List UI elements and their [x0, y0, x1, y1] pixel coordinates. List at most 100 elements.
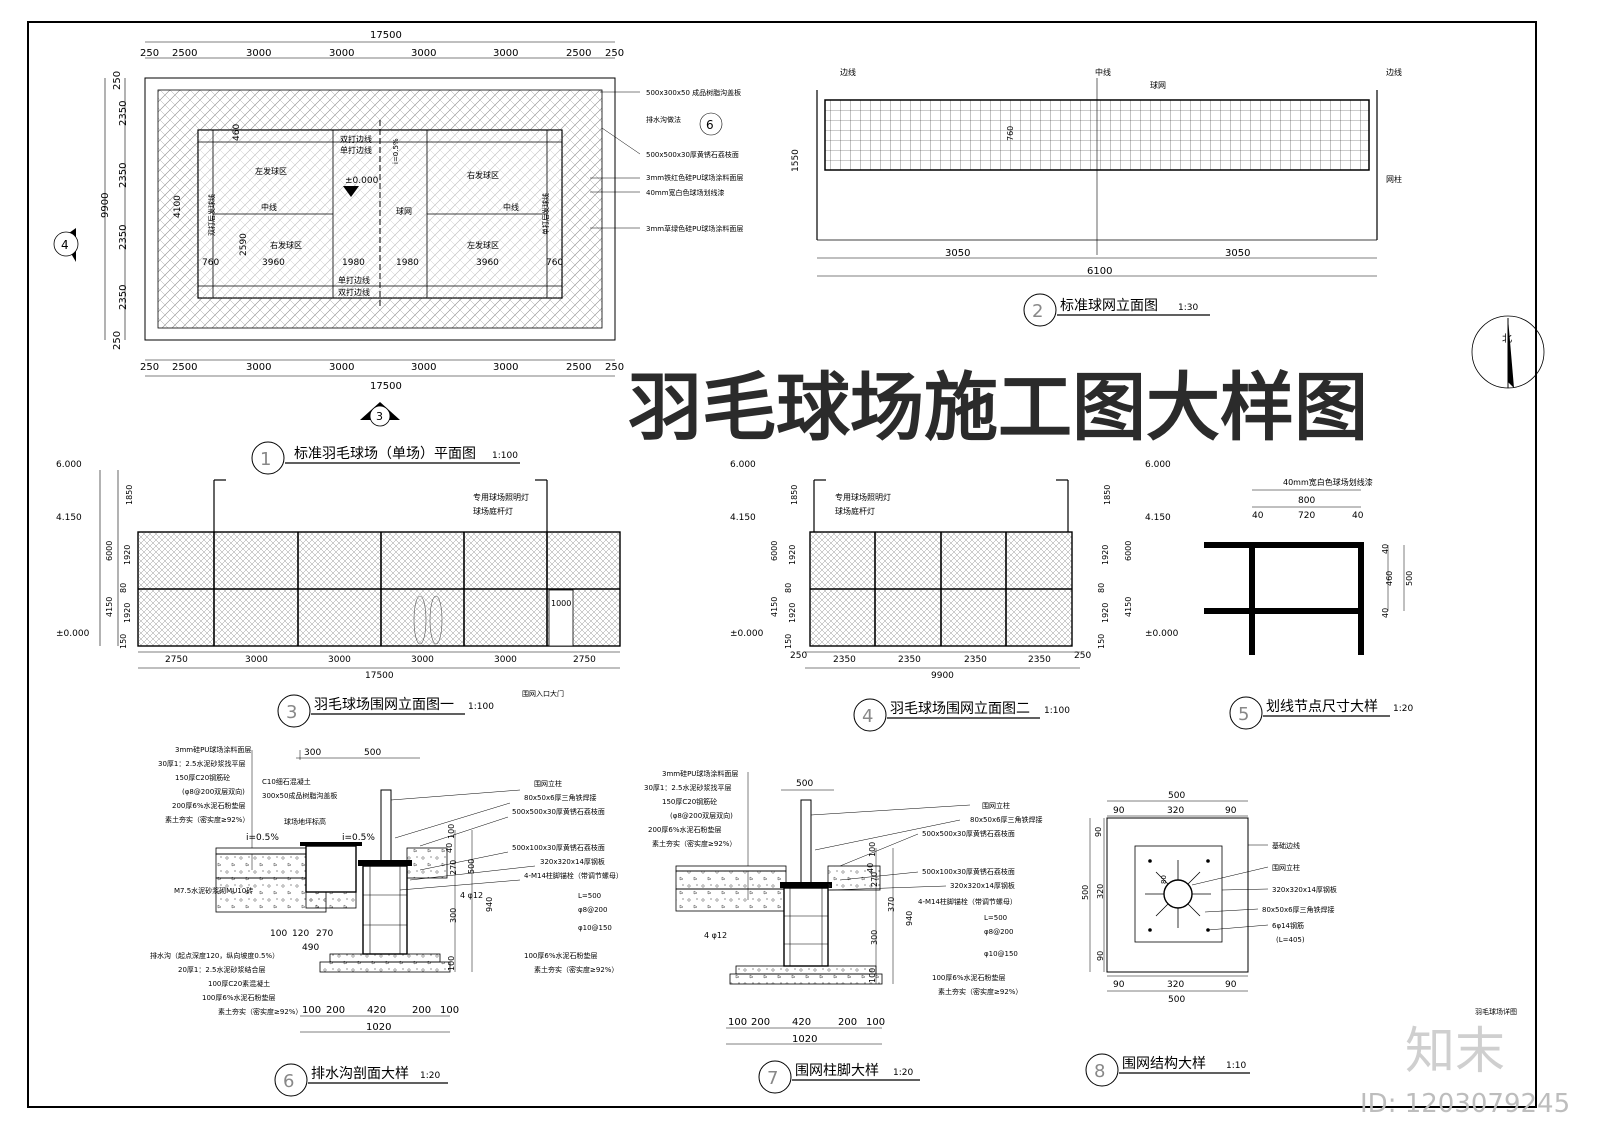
- fence1-view-title: 羽毛球场围网立面图一: [314, 697, 454, 713]
- dim: 100: [868, 842, 877, 857]
- dim: 760: [202, 258, 219, 268]
- fence-gate: [548, 589, 574, 647]
- steel-plate: [1134, 845, 1223, 943]
- level: ±0.000: [730, 629, 764, 639]
- fence-struct-view-number-badge: [1085, 1053, 1119, 1087]
- dim: 1920: [1101, 545, 1110, 565]
- dim: 1920: [123, 545, 132, 565]
- line-node-view-scale: 1:20: [1393, 704, 1413, 714]
- drain-slope-right: i=0.5%: [342, 833, 375, 843]
- dim: 100: [866, 1017, 885, 1028]
- callout: 500x300x50 成品树脂沟盖板: [646, 88, 741, 97]
- note: 基础边线: [1272, 841, 1300, 850]
- fence-structure-view: 80 500 90 320 90 90 320 90 500 90 320 90…: [1081, 791, 1517, 1087]
- note: 6φ14钢筋: [1272, 921, 1304, 930]
- plan-view-number: 1: [260, 449, 271, 470]
- plan-left-service-area-2: 左发球区: [467, 240, 499, 250]
- fence1-gate-label: 围网入口大门: [522, 689, 564, 698]
- fence2-levels: 6.000 4.150 ±0.000 6.000 4.150 ±0.000: [730, 460, 1179, 639]
- badminton-net: [824, 99, 1370, 171]
- note: 4-M14柱脚锚栓（带调节螺母）: [918, 897, 1017, 906]
- line-node-dim: 40: [1252, 511, 1264, 521]
- fence1-light-2: 球场庭杆灯: [473, 506, 513, 516]
- note: 20厚1：2.5水泥砂浆结合层: [178, 965, 266, 974]
- dim: 1850: [1103, 485, 1112, 505]
- fence-struct-notes: 基础边线 围网立柱 320x320x14厚钢板 80x50x6厚三角铁焊接 6φ…: [1262, 841, 1337, 944]
- drain-lower-left: M7.5水泥砂浆砌MU10砖 排水沟（起点深度120，纵向坡度0.5%） 20厚…: [150, 886, 302, 1016]
- net-dim-total: 6100: [1087, 266, 1112, 277]
- plan-view-number-badge: [251, 441, 285, 475]
- dim: 2500: [172, 362, 197, 373]
- net-view-title: 标准球网立面图: [1060, 298, 1158, 314]
- section-mark-6: [699, 112, 723, 136]
- post-left-notes: 3mm硅PU球场涂料面层 30厚1：2.5水泥砂浆找平层 150厚C20钢筋砼 …: [644, 769, 738, 848]
- north-arrow-icon: 北: [1471, 315, 1545, 389]
- line-node-view-number: 5: [1238, 704, 1249, 725]
- dim: 940: [485, 897, 494, 912]
- dim: 100: [868, 968, 877, 983]
- fence2-left-dims: 1850 1920 80 1920 150 6000 4150 1850 192…: [770, 485, 1133, 649]
- dim: 2350: [964, 655, 987, 665]
- dim: 1920: [1101, 603, 1110, 623]
- drain-mid-note: C10细石混凝土: [262, 777, 311, 786]
- plan-total-height: 9900: [100, 193, 111, 218]
- dim: 90: [1113, 806, 1125, 816]
- plan-back-line-left: 双打后发球线: [207, 194, 216, 236]
- dim: 150: [784, 634, 793, 649]
- drain-small-dims: 100 120 270 490: [270, 929, 333, 953]
- fence2-view-number: 4: [862, 706, 873, 727]
- plan-double-side-line-top: 双打边线: [340, 134, 372, 144]
- dim: 940: [905, 911, 914, 926]
- drain-section-view: 3mm硅PU球场涂料面层 30厚1：2.5水泥砂浆找平层 150厚C20钢筋砼 …: [150, 745, 623, 1097]
- dim: 1980: [396, 258, 419, 268]
- dim: 250: [1074, 651, 1091, 661]
- plan-single-side-line-bottom: 单打边线: [338, 275, 370, 285]
- line-node-dim: 500: [1405, 571, 1414, 586]
- watermark-id: ID: 1203079245: [1360, 1089, 1570, 1119]
- dim: 250: [140, 362, 159, 373]
- dim: 4150: [770, 597, 779, 617]
- net-view-number-badge: [1023, 293, 1057, 327]
- fence-struct-top-total: 500: [1168, 791, 1185, 801]
- net-dim-left: 3050: [945, 248, 970, 259]
- fence1-view-scale: 1:100: [468, 702, 494, 712]
- level: 4.150: [56, 513, 82, 523]
- dim: 250: [140, 48, 159, 59]
- dim: 1920: [123, 603, 132, 623]
- note: 素土夯实（密实度≥92%）: [165, 815, 249, 824]
- dim: 6000: [770, 541, 779, 561]
- dim: 3000: [246, 362, 271, 373]
- section-mark-6-num: 6: [706, 118, 714, 132]
- level: ±0.000: [1145, 629, 1179, 639]
- post-right-notes: 围网立柱 80x50x6厚三角铁焊接 500x500x30厚黄锈石荔枝面 500…: [918, 801, 1043, 996]
- dim: 500: [467, 859, 476, 874]
- dim: 200: [751, 1017, 770, 1028]
- note: 围网立柱: [982, 801, 1010, 810]
- level: 4.150: [1145, 513, 1171, 523]
- drain-view-number: 6: [283, 1071, 294, 1092]
- sheet-border: [27, 21, 1537, 1108]
- dim: 3000: [329, 48, 354, 59]
- fence1-total: 17500: [365, 671, 394, 681]
- note: 500x500x30厚黄锈石荔枝面: [922, 829, 1015, 838]
- net-mesh-height: 760: [1006, 126, 1015, 141]
- drain-view-title: 排水沟剖面大样: [311, 1066, 409, 1082]
- dim: 420: [367, 1005, 386, 1016]
- post-foot-view: 3mm硅PU球场涂料面层 30厚1：2.5水泥砂浆找平层 150厚C20钢筋砼 …: [644, 769, 1043, 1094]
- dim: 100: [440, 1005, 459, 1016]
- dim: 270: [449, 860, 458, 875]
- line-node-dim: 40: [1352, 511, 1364, 521]
- note: 30厚1：2.5水泥砂浆找平层: [158, 759, 246, 768]
- dim: 2350: [118, 225, 129, 250]
- dim: 460: [232, 124, 242, 141]
- note: 素土夯实（密实度≥92%）: [938, 987, 1022, 996]
- dim: 320: [1096, 884, 1105, 899]
- dim: 100: [728, 1017, 747, 1028]
- dim: 200: [412, 1005, 431, 1016]
- plan-net-label: 球网: [396, 206, 412, 216]
- dim: 2350: [118, 163, 129, 188]
- fence1-left-dims: 1850 1920 80 1920 150 6000 4150: [105, 485, 134, 649]
- fence2-light-1: 专用球场照明灯: [835, 492, 891, 502]
- fence1-light-1: 专用球场照明灯: [473, 492, 529, 502]
- dim: 100: [270, 929, 287, 939]
